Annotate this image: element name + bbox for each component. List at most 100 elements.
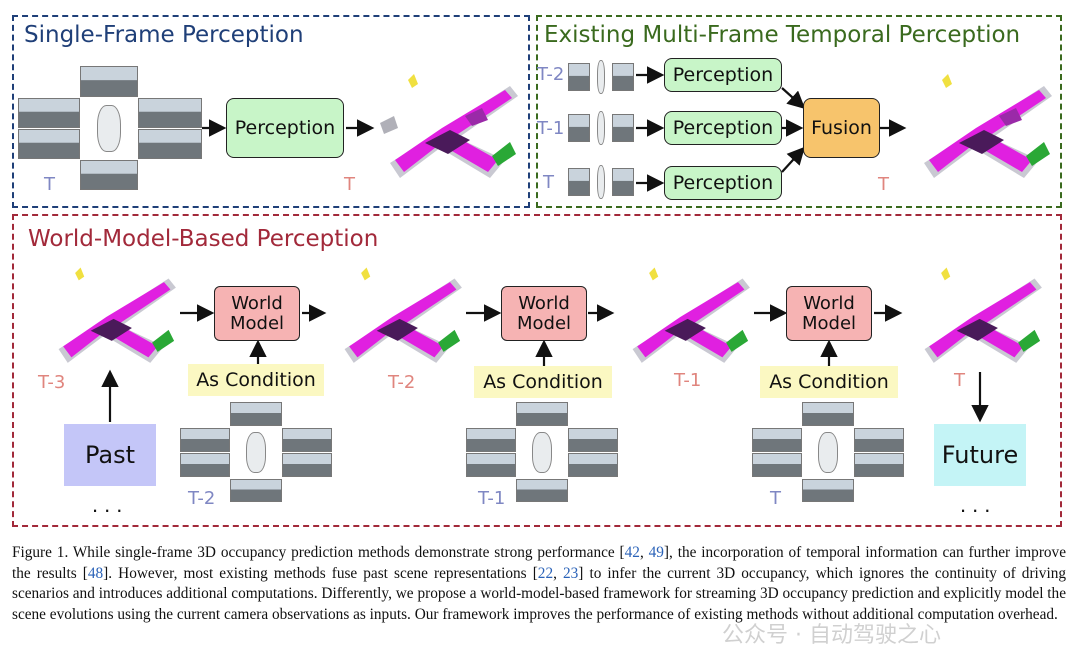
camera-image xyxy=(568,168,590,196)
camera-image xyxy=(568,63,590,91)
as-condition-label: As Condition xyxy=(760,366,898,398)
occupancy-time-label: T-2 xyxy=(388,372,416,393)
camera-image xyxy=(138,129,202,159)
camera-image xyxy=(802,402,854,426)
arrow-t2-to-fusion xyxy=(781,87,806,109)
future-box: Future xyxy=(934,424,1026,486)
ego-car-icon xyxy=(802,426,854,479)
arrow-t-to-fusion xyxy=(781,146,805,173)
single-frame-panel xyxy=(12,15,530,208)
camera-image xyxy=(752,453,802,477)
camera-image xyxy=(568,428,618,452)
camera-image xyxy=(568,114,590,142)
camera-image xyxy=(854,453,904,477)
caption-text: ]. However, most existing methods fuse p… xyxy=(103,564,538,582)
camera-image xyxy=(612,63,634,91)
citation-link[interactable]: 22 xyxy=(537,564,554,582)
world-model-box-1: World Model xyxy=(214,286,300,341)
camera-image xyxy=(752,428,802,452)
single-frame-title: Single-Frame Perception xyxy=(24,22,304,48)
occupancy-map xyxy=(632,267,750,363)
camera-image xyxy=(180,428,230,452)
occupancy-map xyxy=(58,267,176,363)
multi-frame-panel xyxy=(536,15,1062,208)
world-camera-grid-t1 xyxy=(466,402,618,502)
figure-caption: Figure 1. While single-frame 3D occupanc… xyxy=(12,543,1066,625)
multi-camera-grid-t1 xyxy=(568,106,634,150)
single-perception-box: Perception xyxy=(226,98,344,158)
ego-car-icon xyxy=(590,160,612,204)
camera-time-label: T-2 xyxy=(188,488,216,509)
camera-image xyxy=(80,66,138,97)
single-frame-camera-grid xyxy=(18,66,202,190)
camera-image xyxy=(80,160,138,190)
future-ellipsis: ... xyxy=(960,492,997,517)
ego-car-icon xyxy=(230,426,282,479)
multi-perception-box-t: Perception xyxy=(664,166,782,200)
camera-image xyxy=(568,453,618,477)
single-input-time: T xyxy=(44,174,55,195)
caption-text: , xyxy=(639,544,649,561)
occupancy-time-label: T-3 xyxy=(38,372,66,393)
multi-camera-grid-t2 xyxy=(568,55,634,99)
multi-frame-title: Existing Multi-Frame Temporal Perception xyxy=(544,22,1021,48)
occupancy-map xyxy=(344,267,462,363)
camera-image xyxy=(466,428,516,452)
watermark: 公众号 · 自动驾驶之心 xyxy=(722,623,941,648)
ego-car-icon xyxy=(590,106,612,150)
occupancy-time-label: T-1 xyxy=(674,370,702,391)
world-model-box-3: World Model xyxy=(786,286,872,341)
multi-output-time: T xyxy=(878,174,889,195)
as-condition-label: As Condition xyxy=(188,364,324,396)
world-model-panel xyxy=(12,214,1062,527)
camera-image xyxy=(230,402,282,426)
camera-image xyxy=(18,98,80,128)
occupancy-map xyxy=(380,74,518,178)
occupancy-time-label: T xyxy=(954,370,965,391)
caption-text: ] to infer the current 3D occupancy, whi… xyxy=(12,564,1066,623)
multi-row-time: T-2 xyxy=(537,64,565,85)
citation-link[interactable]: 49 xyxy=(648,544,664,561)
camera-image xyxy=(282,428,332,452)
citation-link[interactable]: 23 xyxy=(563,564,579,582)
camera-image xyxy=(516,479,568,502)
citation-link[interactable]: 42 xyxy=(624,544,640,561)
camera-image xyxy=(612,168,634,196)
camera-image xyxy=(516,402,568,426)
multi-perception-box-t2: Perception xyxy=(664,58,782,92)
multi-row-time: T-1 xyxy=(537,118,565,139)
world-camera-grid-t2 xyxy=(180,402,332,502)
camera-image xyxy=(466,453,516,477)
camera-image xyxy=(180,453,230,477)
ego-car-icon xyxy=(590,55,612,99)
multi-perception-box-t1: Perception xyxy=(664,111,782,145)
world-camera-grid-t xyxy=(752,402,904,502)
fusion-box: Fusion xyxy=(803,98,880,158)
citation-link[interactable]: 48 xyxy=(87,564,104,582)
caption-text: ], the incorporation of temporal informa… xyxy=(12,544,1066,582)
camera-image xyxy=(802,479,854,502)
occupancy-map xyxy=(924,267,1042,363)
camera-image xyxy=(138,98,202,128)
past-box: Past xyxy=(64,424,156,486)
caption-text: Figure 1. While single-frame 3D occupanc… xyxy=(12,544,625,561)
camera-time-label: T xyxy=(770,488,781,509)
multi-camera-grid-t xyxy=(568,160,634,204)
world-model-box-2: World Model xyxy=(501,286,587,341)
world-model-title: World-Model-Based Perception xyxy=(28,226,379,252)
camera-image xyxy=(282,453,332,477)
camera-image xyxy=(18,129,80,159)
camera-time-label: T-1 xyxy=(478,488,506,509)
camera-image xyxy=(612,114,634,142)
ego-car-icon xyxy=(80,97,138,160)
single-output-time: T xyxy=(344,174,355,195)
ego-car-icon xyxy=(516,426,568,479)
occupancy-map xyxy=(924,74,1052,178)
past-ellipsis: ... xyxy=(92,492,129,517)
as-condition-label: As Condition xyxy=(474,366,612,398)
multi-row-time: T xyxy=(543,172,554,193)
camera-image xyxy=(854,428,904,452)
caption-text: , xyxy=(553,564,563,582)
camera-image xyxy=(230,479,282,502)
